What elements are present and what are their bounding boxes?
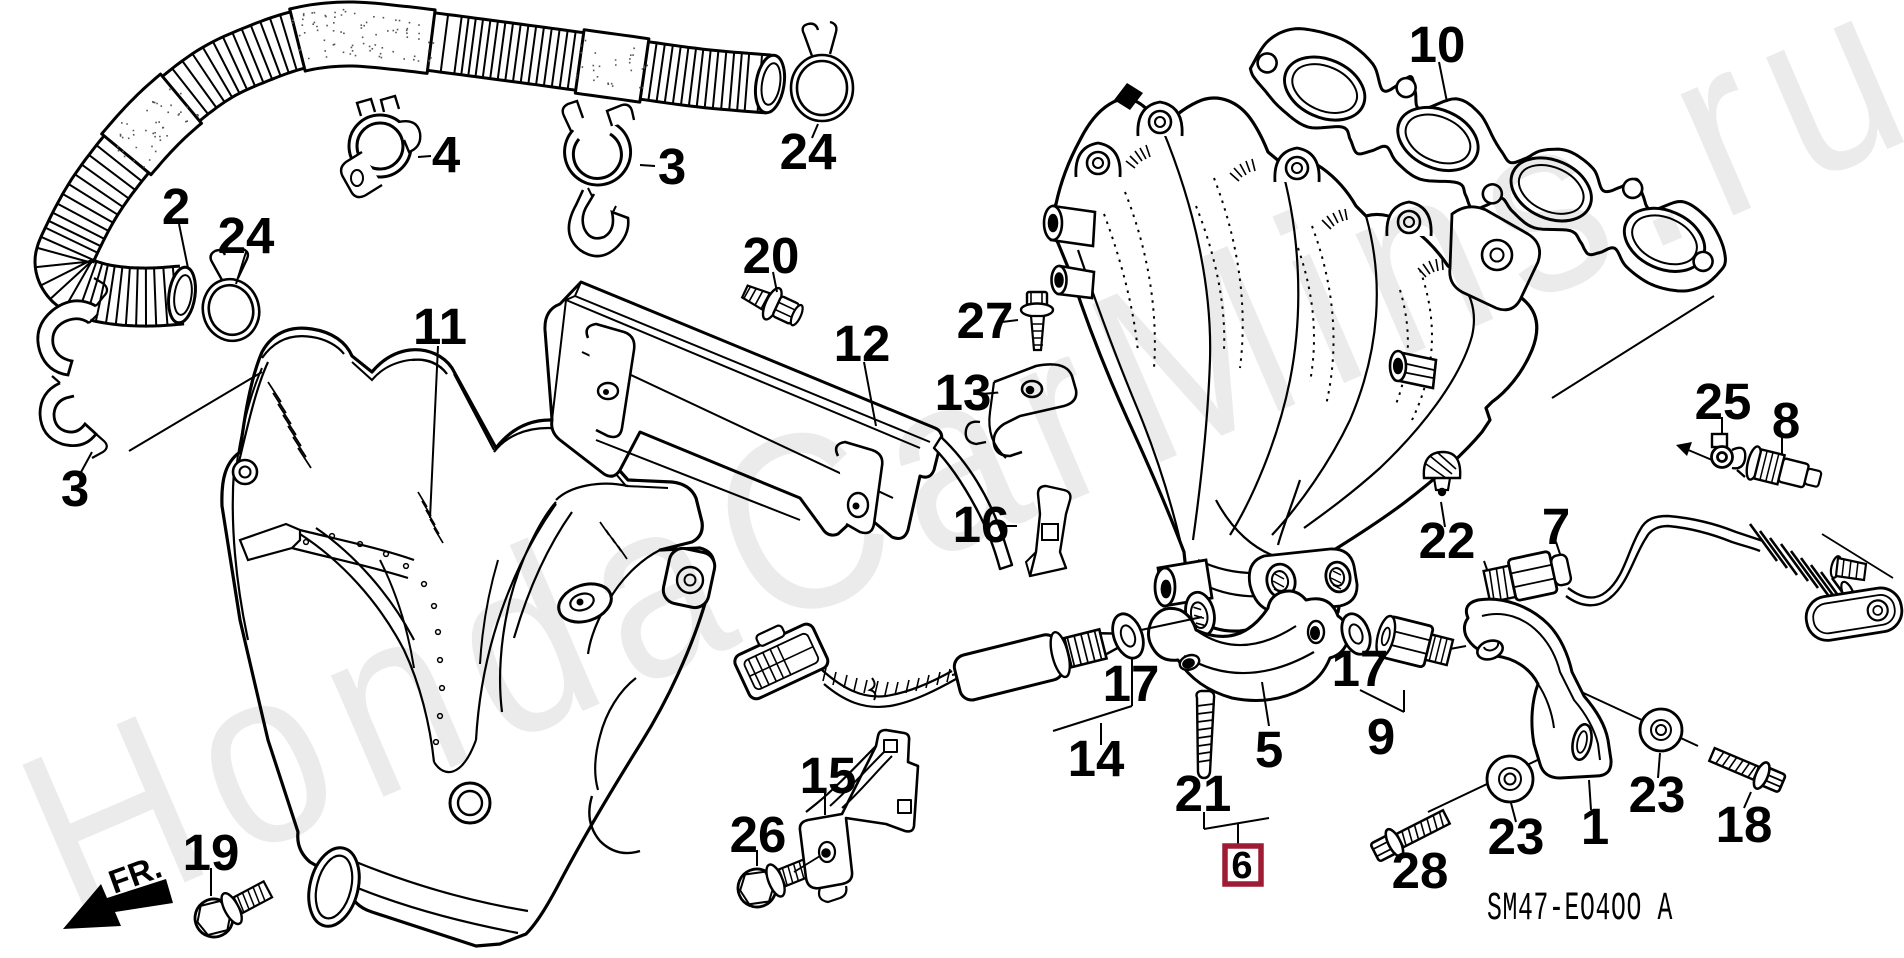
svg-text:6: 6 xyxy=(1231,845,1252,887)
svg-text:8: 8 xyxy=(1772,392,1800,449)
svg-text:7: 7 xyxy=(1542,498,1570,555)
svg-text:22: 22 xyxy=(1419,512,1476,569)
svg-text:26: 26 xyxy=(730,806,787,863)
svg-text:1: 1 xyxy=(1581,798,1609,855)
svg-text:2: 2 xyxy=(162,178,190,235)
svg-text:25: 25 xyxy=(1695,373,1752,430)
svg-text:3: 3 xyxy=(658,138,686,195)
svg-text:11: 11 xyxy=(413,298,467,355)
svg-text:21: 21 xyxy=(1175,765,1232,822)
svg-text:10: 10 xyxy=(1409,16,1466,73)
svg-text:14: 14 xyxy=(1068,730,1125,787)
svg-text:SM47-EO4OO A: SM47-EO4OO A xyxy=(1487,885,1673,931)
svg-text:24: 24 xyxy=(218,207,275,264)
svg-text:13: 13 xyxy=(935,364,992,421)
svg-text:15: 15 xyxy=(800,747,857,804)
svg-text:3: 3 xyxy=(61,460,89,517)
svg-text:18: 18 xyxy=(1716,796,1773,853)
svg-text:17: 17 xyxy=(1332,640,1389,697)
svg-text:5: 5 xyxy=(1255,721,1283,778)
svg-text:20: 20 xyxy=(743,227,800,284)
svg-text:23: 23 xyxy=(1488,808,1545,865)
svg-text:24: 24 xyxy=(780,123,837,180)
svg-text:4: 4 xyxy=(432,126,461,183)
svg-text:9: 9 xyxy=(1367,708,1395,765)
svg-text:23: 23 xyxy=(1629,766,1686,823)
svg-text:19: 19 xyxy=(183,824,240,881)
svg-text:12: 12 xyxy=(834,315,891,372)
svg-text:17: 17 xyxy=(1103,655,1160,712)
svg-text:27: 27 xyxy=(957,292,1014,349)
svg-text:16: 16 xyxy=(953,496,1010,553)
svg-text:28: 28 xyxy=(1392,842,1449,899)
